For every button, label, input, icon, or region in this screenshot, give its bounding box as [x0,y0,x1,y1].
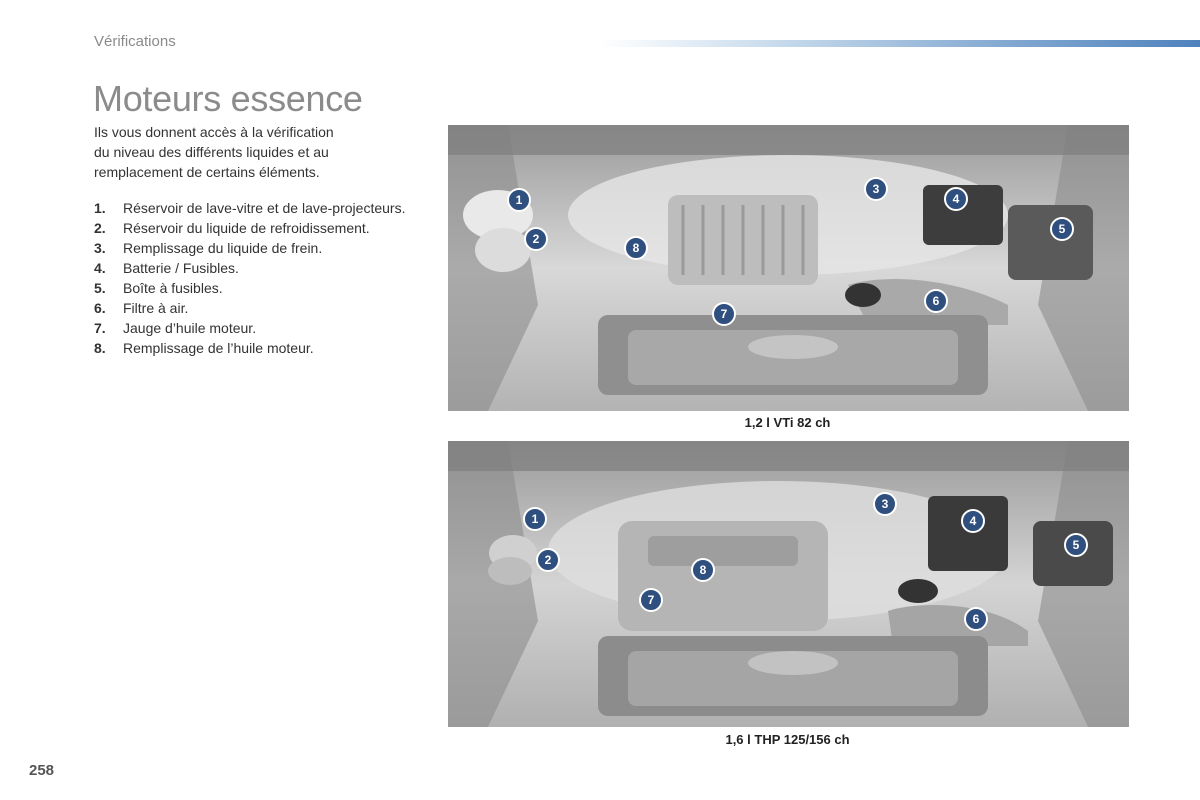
svg-text:3: 3 [873,182,880,196]
engine-photo-vti: 1 2 3 4 5 6 7 8 [448,125,1129,411]
svg-text:4: 4 [953,192,960,206]
callout-2-icon: 2 [536,548,560,572]
svg-text:2: 2 [545,553,552,567]
callout-5-icon: 5 [1064,533,1088,557]
page-number: 258 [29,762,55,779]
svg-text:5: 5 [1073,538,1080,552]
item-label: Jauge d’huile moteur. [123,320,257,336]
callout-1-icon: 1 [523,507,547,531]
svg-text:7: 7 [721,307,728,321]
svg-text:6: 6 [933,294,940,308]
svg-text:4: 4 [970,514,977,528]
item-label: Batterie / Fusibles. [123,260,239,276]
item-label: Réservoir de lave-vitre et de lave-proje… [123,200,406,216]
page-title: Moteurs essence [93,78,363,119]
item-number: 5. [94,280,106,296]
intro-line-1: Ils vous donnent accès à la vérification [94,124,334,140]
engine-illustration: 1 2 3 4 5 6 7 8 [448,125,1129,411]
list-item: 5. Boîte à fusibles. [94,278,414,298]
figure-caption-thp: 1,6 l THP 125/156 ch [725,732,850,747]
item-number: 8. [94,340,106,356]
callout-8-icon: 8 [691,558,715,582]
svg-text:1: 1 [516,193,523,207]
callout-2-icon: 2 [524,227,548,251]
callout-3-icon: 3 [864,177,888,201]
callout-4-icon: 4 [961,509,985,533]
callout-8-icon: 8 [624,236,648,260]
svg-text:8: 8 [633,241,640,255]
callout-markers: 1 2 3 4 5 6 7 8 [507,177,1074,326]
item-label: Remplissage du liquide de frein. [123,240,323,256]
item-number: 2. [94,220,106,236]
engine-illustration: 1 2 3 4 5 6 7 8 [448,441,1129,727]
item-number: 1. [94,200,106,216]
item-label: Filtre à air. [123,300,189,316]
item-number: 6. [94,300,106,316]
item-number: 4. [94,260,106,276]
header-gradient-bar [600,40,1200,47]
intro-paragraph: Ils vous donnent accès à la vérification… [94,122,394,182]
item-label: Boîte à fusibles. [123,280,223,296]
list-item: 3. Remplissage du liquide de frein. [94,238,414,258]
callout-markers: 1 2 3 4 5 6 7 8 [523,492,1088,631]
component-list: 1. Réservoir de lave-vitre et de lave-pro… [94,198,414,358]
item-label: Remplissage de l’huile moteur. [123,340,314,356]
item-number: 3. [94,240,106,256]
section-header: Vérifications [94,33,176,50]
svg-text:8: 8 [700,563,707,577]
callout-1-icon: 1 [507,188,531,212]
list-item: 4. Batterie / Fusibles. [94,258,414,278]
svg-text:3: 3 [882,497,889,511]
callout-6-icon: 6 [964,607,988,631]
callout-4-icon: 4 [944,187,968,211]
list-item: 7. Jauge d’huile moteur. [94,318,414,338]
callout-3-icon: 3 [873,492,897,516]
svg-text:6: 6 [973,612,980,626]
svg-text:7: 7 [648,593,655,607]
svg-text:1: 1 [532,512,539,526]
list-item: 8. Remplissage de l’huile moteur. [94,338,414,358]
callout-7-icon: 7 [639,588,663,612]
callout-5-icon: 5 [1050,217,1074,241]
list-item: 1. Réservoir de lave-vitre et de lave-pro… [94,198,414,218]
callout-7-icon: 7 [712,302,736,326]
engine-photo-thp: 1 2 3 4 5 6 7 8 [448,441,1129,727]
item-number: 7. [94,320,106,336]
list-item: 6. Filtre à air. [94,298,414,318]
callout-6-icon: 6 [924,289,948,313]
svg-text:5: 5 [1059,222,1066,236]
svg-text:2: 2 [533,232,540,246]
list-item: 2. Réservoir du liquide de refroidissemen… [94,218,414,238]
item-label: Réservoir du liquide de refroidissement. [123,220,370,236]
intro-line-2: du niveau des différents liquides et au … [94,144,329,180]
figure-caption-vti: 1,2 l VTi 82 ch [744,415,831,430]
